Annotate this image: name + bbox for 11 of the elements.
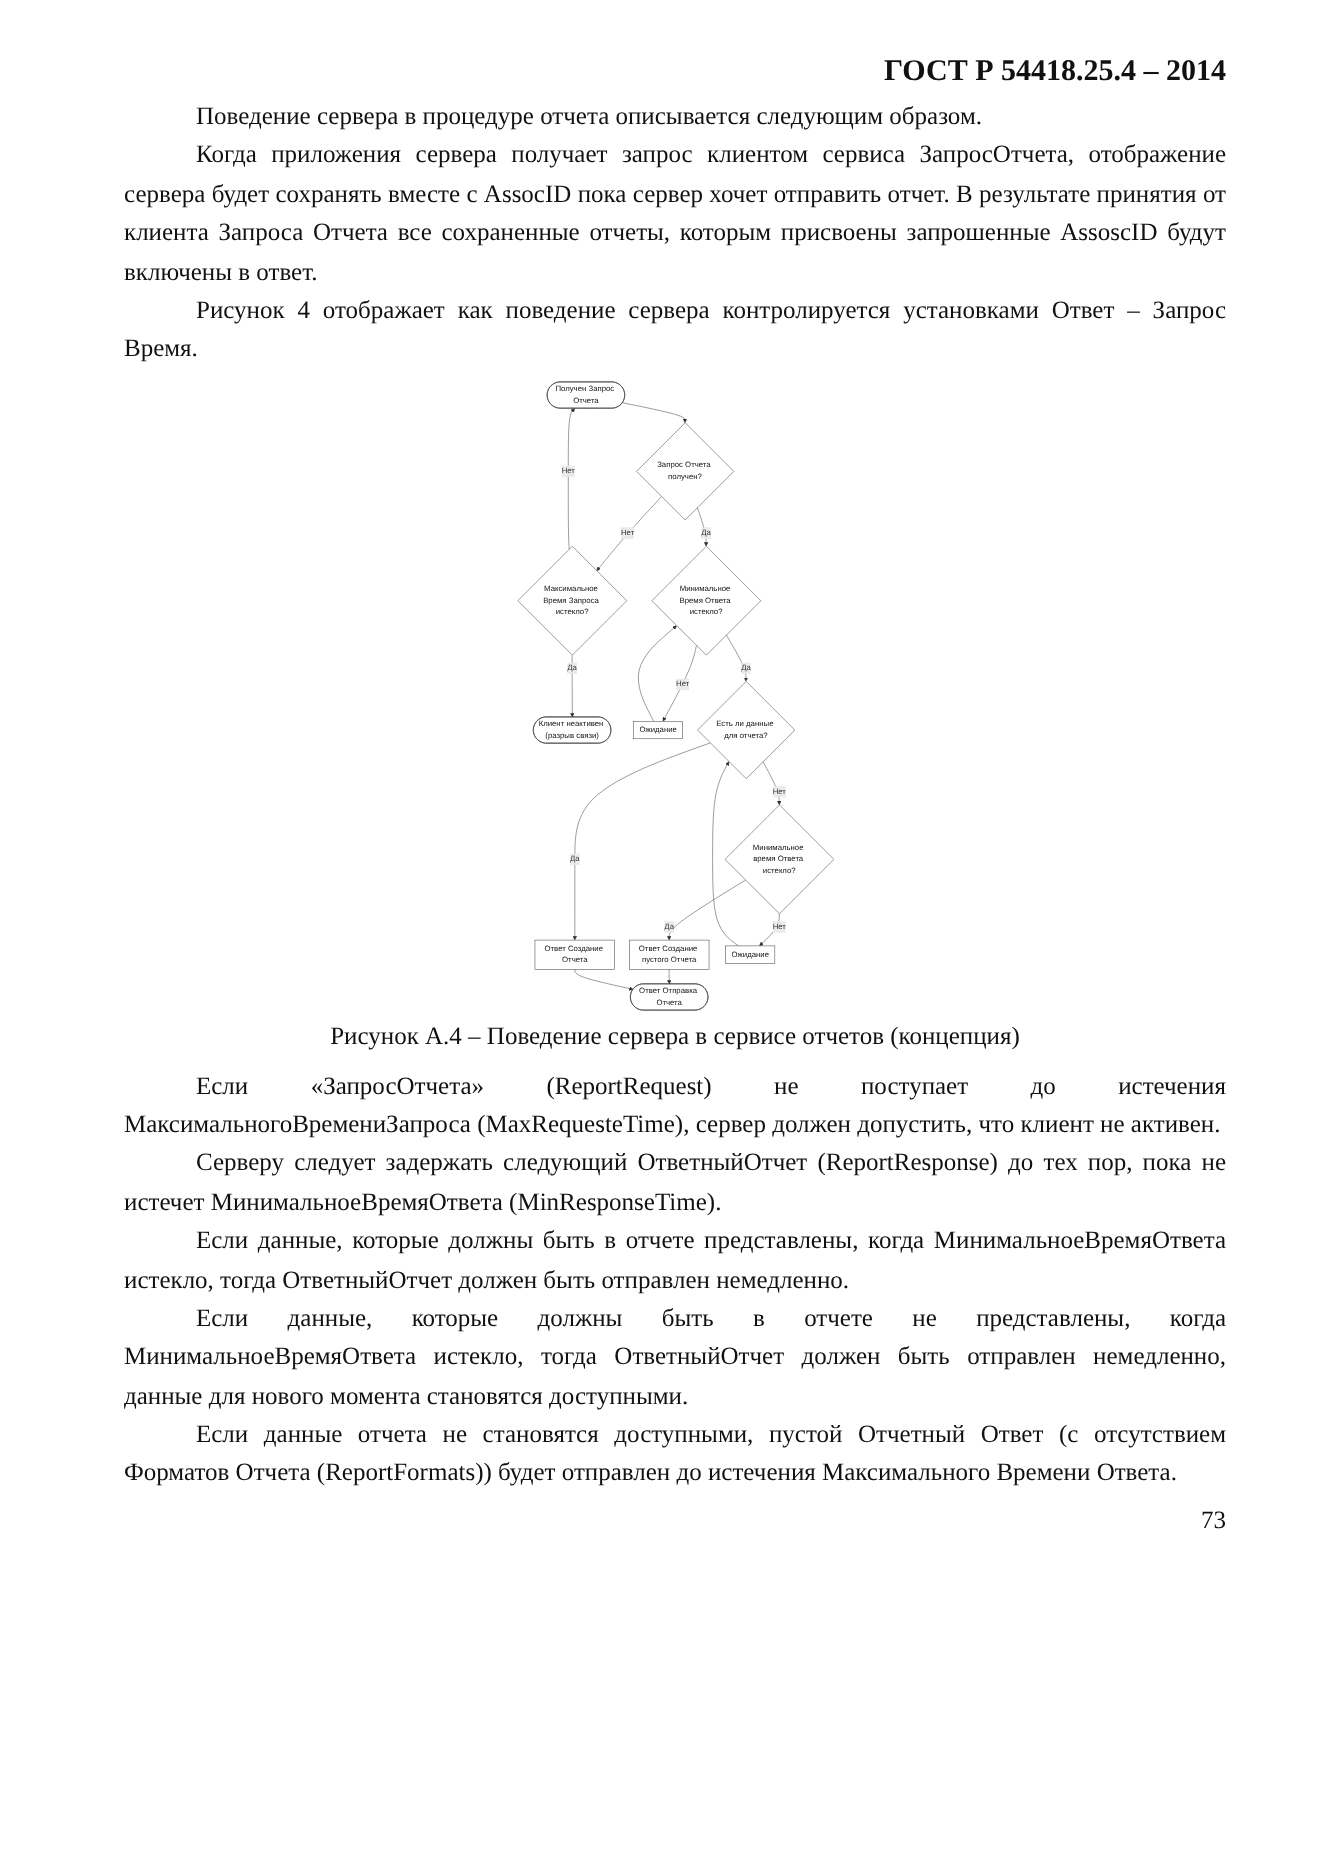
paragraph: Если «ЗапросОтчета» (ReportRequest) не поступает до истечения МаксимальногоВремениЗапроса (MaxRequesteTime), сервер должен допустить, что клиент не активен. xyxy=(124,1069,1226,1142)
paragraph: Серверу следует задержать следующий ОтветныйОтчет (ReportResponse) до тех пор, пока не истечет МинимальноеВремяОтвета (MinResponseTime). xyxy=(124,1146,1226,1220)
paragraph: Если данные отчета не становятся доступными, пустой Отчетный Ответ (с отсутствием Форматов Отчета (ReportFormats)) будет отправлен до истечения Максимального Времени Ответа. xyxy=(124,1418,1226,1491)
paragraph: Если данные, которые должны быть в отчете не представлены, когда МинимальноеВремяОтвета истекло, тогда ОтветныйОтчет должен быть отправлен немедленно, данные для нового момента становятся доступными. xyxy=(124,1301,1226,1414)
paragraph: Поведение сервера в процедуре отчета описывается следующим образом. xyxy=(194,100,984,134)
figure-caption: Рисунок А.4 – Поведение сервера в сервисе отчетов (концепция) xyxy=(328,1021,1022,1052)
running-header: ГОСТ Р 54418.25.4 – 2014 xyxy=(881,56,1226,90)
paragraph: Когда приложения сервера получает запрос клиентом сервиса ЗапросОтчета, отображение сервера будет сохранять вместе с AssocID пока сервер хочет отправить отчет. В результате принятия от клиента Запроса Отчета все сохраненные отчеты, которым присвоены запрошенные AssoscID будут включены в ответ. xyxy=(124,138,1226,289)
paragraph: Рисунок 4 отображает как поведение сервера контролируется установками Ответ – Запрос Время. xyxy=(124,293,1226,367)
page-number: 73 xyxy=(1199,1505,1226,1536)
paragraph: Если данные, которые должны быть в отчете представлены, когда МинимальноеВремяОтвета истекло, тогда ОтветныйОтчет должен быть отправлен немедленно. xyxy=(124,1224,1226,1298)
